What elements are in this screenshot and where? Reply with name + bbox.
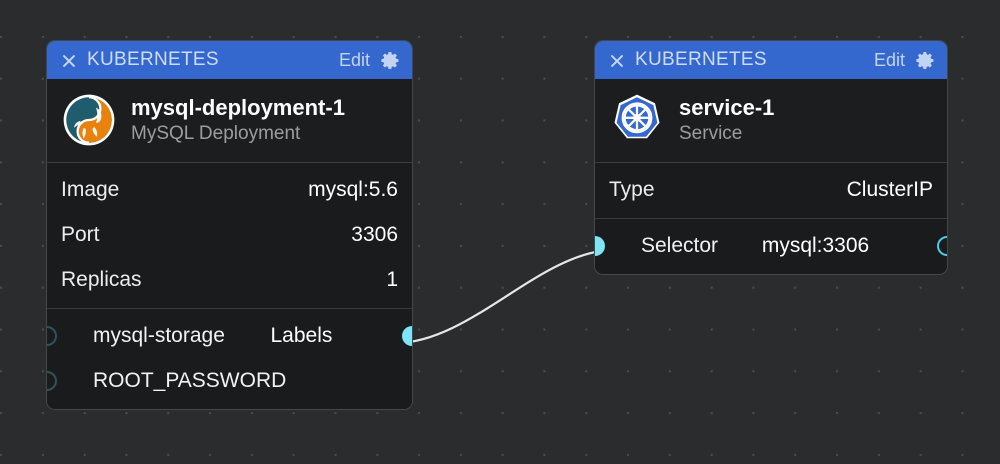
property-row-replicas: Replicas 1 <box>47 257 412 302</box>
property-key: Image <box>61 177 120 201</box>
property-value: ClusterIP <box>846 177 933 201</box>
port-label-left: Selector <box>641 233 719 257</box>
property-key: Port <box>61 222 100 246</box>
node-header[interactable]: KUBERNETES Edit <box>595 41 947 79</box>
port-row-mysql-storage: mysql-storage Labels <box>47 313 412 358</box>
close-icon[interactable] <box>608 52 625 69</box>
gear-icon[interactable] <box>380 50 401 71</box>
property-value: 1 <box>386 267 398 291</box>
edit-button[interactable]: Edit <box>873 49 905 70</box>
property-key: Type <box>609 177 655 201</box>
edit-button[interactable]: Edit <box>338 49 370 70</box>
port-label-left: mysql-storage <box>93 323 225 347</box>
node-name: service-1 <box>679 94 775 120</box>
kubernetes-logo <box>614 94 660 139</box>
property-key: Replicas <box>61 267 142 291</box>
port-root-password-input[interactable] <box>47 370 57 391</box>
node-properties-section: Type ClusterIP <box>595 163 947 218</box>
node-identity-section: service-1 Service <box>595 79 947 163</box>
port-selector-input[interactable] <box>595 235 605 256</box>
node-name: mysql-deployment-1 <box>131 94 345 120</box>
port-selector-output[interactable] <box>937 235 947 256</box>
gear-icon[interactable] <box>915 50 936 71</box>
close-icon[interactable] <box>60 52 77 69</box>
mysql-logo <box>63 94 115 146</box>
node-ports-section: mysql-storage Labels ROOT_PASSWORD <box>47 308 412 409</box>
node-identity-section: mysql-deployment-1 MySQL Deployment <box>47 79 412 163</box>
port-label-right: Labels <box>270 323 333 347</box>
port-labels-output[interactable] <box>402 325 412 346</box>
node-subtitle: MySQL Deployment <box>131 122 301 144</box>
port-mysql-storage-input[interactable] <box>47 325 57 346</box>
node-header-title: KUBERNETES <box>635 49 767 70</box>
property-row-image: Image mysql:5.6 <box>47 167 412 212</box>
port-row-selector: Selector mysql:3306 <box>595 223 947 268</box>
node-ports-section: Selector mysql:3306 <box>595 218 947 274</box>
port-label-left: ROOT_PASSWORD <box>93 368 287 392</box>
property-value: mysql:5.6 <box>308 177 398 201</box>
node-header-title: KUBERNETES <box>87 49 219 70</box>
port-label-right: mysql:3306 <box>761 233 870 257</box>
node-subtitle: Service <box>679 122 743 144</box>
property-value: 3306 <box>351 222 398 246</box>
property-row-type: Type ClusterIP <box>595 167 947 212</box>
node-card-service-1[interactable]: KUBERNETES Edit <box>594 40 948 275</box>
node-header[interactable]: KUBERNETES Edit <box>47 41 412 79</box>
node-properties-section: Image mysql:5.6 Port 3306 Replicas 1 <box>47 163 412 308</box>
node-card-mysql-deployment-1[interactable]: KUBERNETES Edit mysql-deployment-1 MySQL… <box>46 40 413 410</box>
property-row-port: Port 3306 <box>47 212 412 257</box>
port-row-root-password: ROOT_PASSWORD <box>47 358 412 403</box>
